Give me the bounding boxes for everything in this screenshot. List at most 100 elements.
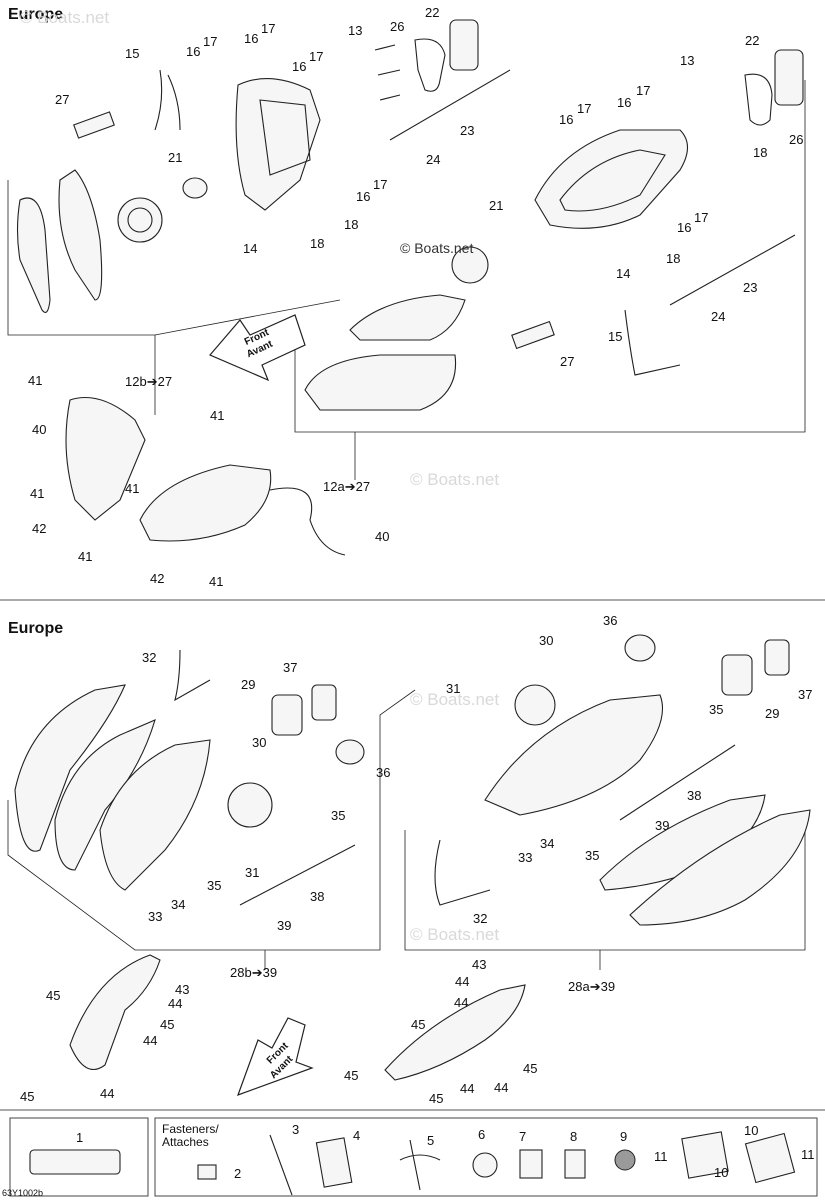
callout-17: 17 [261, 21, 276, 36]
callout-36: 36 [376, 765, 391, 780]
tube-drawing [29, 1149, 121, 1175]
connector-drawing [73, 111, 115, 139]
callout-16: 16 [677, 220, 692, 235]
clip-6-drawing [472, 1152, 498, 1178]
callout-21: 21 [168, 150, 183, 165]
callout-22: 22 [425, 5, 440, 20]
right-headlamp-drawing [534, 129, 689, 229]
legend-item-2: 2 [234, 1166, 242, 1181]
callout-39: 39 [655, 818, 670, 833]
bottom-left-assembled-drawing [69, 954, 161, 1070]
callout-30: 30 [539, 633, 554, 648]
callout-44: 44 [168, 996, 183, 1011]
cable-tie-drawing [269, 1134, 293, 1196]
nut-plate-10-drawing [681, 1131, 729, 1179]
legend-item-5: 5 [427, 1133, 435, 1148]
callout-35: 35 [585, 848, 600, 863]
callout-40: 40 [375, 529, 390, 544]
callout-42: 42 [32, 521, 47, 536]
callout-41: 41 [210, 408, 225, 423]
callout-17: 17 [577, 101, 592, 116]
legend-item-11: 11 [654, 1149, 668, 1164]
callout-44: 44 [143, 1033, 158, 1048]
callout-16: 16 [559, 112, 574, 127]
callout-24: 24 [426, 152, 441, 167]
callout-35: 35 [331, 808, 346, 823]
bottom-right-assembled-drawing [384, 984, 526, 1081]
gasket-drawing [414, 38, 446, 92]
bottom-right-bezel-drawing [599, 794, 766, 891]
callout-44: 44 [494, 1080, 509, 1095]
callout-18: 18 [753, 145, 768, 160]
callout-41: 41 [78, 549, 93, 564]
bottom-left-shell-3 [99, 739, 211, 891]
left-inner-lens-drawing [58, 169, 103, 301]
nut-plate-10b-drawing [744, 1132, 796, 1184]
section-title-top: Europe [8, 6, 64, 23]
callout-45: 45 [160, 1017, 175, 1032]
section-title-bottom: Europe [8, 620, 64, 637]
callout-21: 21 [489, 198, 504, 213]
callout-15: 15 [608, 329, 623, 344]
bottom-left-group-boundary [7, 689, 416, 951]
callout-44: 44 [100, 1086, 115, 1101]
callout-45: 45 [411, 1017, 426, 1032]
callout-45: 45 [20, 1089, 35, 1104]
watermark-center: © Boats.net [400, 240, 474, 256]
callout-16: 16 [617, 95, 632, 110]
callout-43: 43 [472, 957, 487, 972]
bottom-left-shell-1 [14, 684, 126, 852]
callout-41: 41 [30, 486, 45, 501]
callout-12a: 12a➔27 [323, 479, 371, 494]
callout-35: 35 [709, 702, 724, 717]
legend-item-11b: 11 [801, 1147, 815, 1162]
callout-45: 45 [429, 1091, 444, 1106]
callout-15: 15 [125, 46, 140, 61]
watermark: © Boats.net [20, 8, 110, 27]
callout-32: 32 [142, 650, 157, 665]
legend-title: Fasteners/ Attaches [162, 1122, 219, 1149]
callout-23: 23 [460, 123, 475, 138]
callout-18: 18 [344, 217, 359, 232]
harness-drawing [154, 69, 181, 131]
right-assembled-lamp-drawing [139, 464, 272, 542]
callout-41: 41 [209, 574, 224, 589]
adjuster-rod-drawing [389, 69, 511, 141]
callout-27: 27 [560, 354, 575, 369]
callout-16: 16 [186, 44, 201, 59]
callout-33: 33 [518, 850, 533, 865]
rivet-9-drawing [614, 1149, 636, 1171]
callout-33: 33 [148, 909, 163, 924]
callout-22: 22 [745, 33, 760, 48]
callout-37: 37 [798, 687, 813, 702]
callout-43: 43 [175, 982, 190, 997]
callout-40: 40 [32, 422, 47, 437]
bezel-drawing [349, 294, 466, 341]
bottom-right-group-boundary [404, 830, 806, 951]
legend-item-1: 1 [76, 1130, 84, 1145]
callout-34: 34 [540, 836, 555, 851]
callout-41: 41 [125, 481, 140, 496]
legend-item-4: 4 [353, 1128, 361, 1143]
legend-item-3: 3 [292, 1122, 300, 1137]
callout-13: 13 [348, 23, 363, 38]
callout-27: 27 [55, 92, 70, 107]
left-outer-lens-drawing [16, 197, 51, 313]
top-left-group-boundary [7, 180, 341, 336]
callout-29: 29 [241, 677, 256, 692]
callout-35: 35 [207, 878, 222, 893]
clip-7-drawing [519, 1149, 543, 1179]
callout-30: 30 [252, 735, 267, 750]
callout-16: 16 [292, 59, 307, 74]
callout-17: 17 [309, 49, 324, 64]
callout-28b: 28b➔39 [230, 965, 278, 980]
bottom-right-lens-drawing [629, 809, 811, 926]
legend-item-10: 10 [714, 1165, 729, 1180]
clamp-5-drawing [399, 1139, 441, 1191]
watermark: © Boats.net [410, 925, 500, 944]
lens-frame-drawing [304, 354, 457, 411]
cap-drawing [449, 19, 479, 71]
callout-45: 45 [344, 1068, 359, 1083]
callout-26: 26 [390, 19, 405, 34]
